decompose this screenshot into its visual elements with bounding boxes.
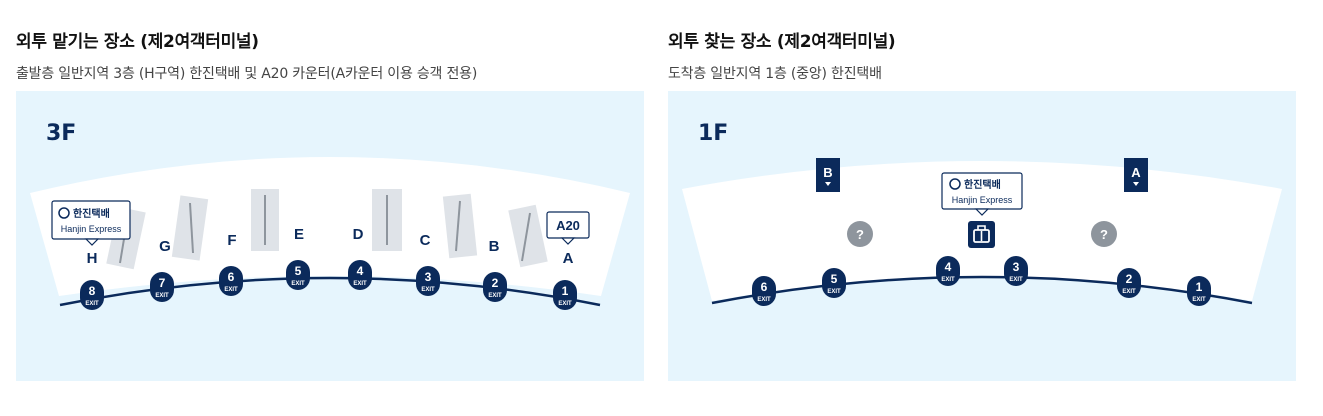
a20-label: A20 xyxy=(556,218,580,233)
floor-3f-map: H G F E D C B A 한진택배 Hanjin Express xyxy=(16,91,644,381)
down-arrow-icon xyxy=(825,182,831,186)
exit-3-label: EXIT xyxy=(1009,277,1023,283)
dropoff-description: 출발층 일반지역 3층 (H구역) 한진택배 및 A20 카운터(A카운터 이용… xyxy=(16,66,478,82)
zone-e: E xyxy=(294,226,304,243)
exit-2-label: EXIT xyxy=(488,293,502,299)
question-icon xyxy=(847,221,873,247)
exit-3-label: EXIT xyxy=(421,287,435,293)
counter-c xyxy=(442,193,478,259)
zone-a: A xyxy=(563,250,574,267)
exit-3-number: 3 xyxy=(1013,260,1020,274)
exit-1-label: EXIT xyxy=(1192,297,1206,303)
zone-c: C xyxy=(420,232,431,249)
exit-1: 1 EXIT xyxy=(553,280,577,310)
exit-5: 5 EXIT xyxy=(822,268,846,298)
exit-2-number: 2 xyxy=(1126,272,1133,286)
exit-8-number: 8 xyxy=(89,284,96,298)
hanjin-callout-3f: 한진택배 Hanjin Express xyxy=(51,200,131,246)
pickup-description: 도착층 일반지역 1층 (중앙) 한진택배 xyxy=(668,66,882,82)
gate-b-label: B xyxy=(823,165,832,180)
floor-1f-map: B A 한진택배 Hanjin Express xyxy=(668,91,1296,381)
exit-7-label: EXIT xyxy=(155,293,169,299)
question-mark-text: ? xyxy=(1100,227,1108,242)
question-mark-right: ? xyxy=(1091,221,1117,247)
counter-g xyxy=(171,195,209,261)
zone-f: F xyxy=(227,232,236,249)
exit-2: 2 EXIT xyxy=(483,272,507,302)
exit-road-line xyxy=(711,275,1253,305)
zone-b: B xyxy=(489,238,500,255)
gate-a-label: A xyxy=(1131,165,1141,180)
zone-h: H xyxy=(87,250,98,267)
luggage-icon xyxy=(968,221,995,248)
exit-6: 6 EXIT xyxy=(219,266,243,296)
exit-4-label: EXIT xyxy=(353,281,367,287)
exit-8: 8 EXIT xyxy=(80,280,104,310)
exit-markers-1f: 6 EXIT 5 EXIT 4 EXIT 3 EXIT xyxy=(752,256,1211,306)
hanjin-english: Hanjin Express xyxy=(61,224,122,234)
exit-3-number: 3 xyxy=(425,270,432,284)
exit-2-number: 2 xyxy=(492,276,499,290)
zone-d: D xyxy=(353,226,364,243)
exit-6-label: EXIT xyxy=(757,297,771,303)
exit-6-label: EXIT xyxy=(224,287,238,293)
exit-7-number: 7 xyxy=(159,276,166,290)
hanjin-logo-icon xyxy=(949,178,961,190)
exit-4: 4 EXIT xyxy=(936,256,960,286)
question-icon xyxy=(1091,221,1117,247)
terminal-building-shape xyxy=(30,157,630,296)
exit-5-label: EXIT xyxy=(291,281,305,287)
question-mark-left: ? xyxy=(847,221,873,247)
zone-g: G xyxy=(159,238,171,255)
exit-5-label: EXIT xyxy=(827,289,841,295)
counter-b xyxy=(508,204,548,268)
terminal-1f-svg: B A 한진택배 Hanjin Express xyxy=(682,158,1282,306)
exit-1-number: 1 xyxy=(1196,280,1203,294)
pickup-title: 외투 찾는 장소 (제2여객터미널) xyxy=(668,32,896,52)
hanjin-logo-icon xyxy=(58,207,70,219)
exit-2: 2 EXIT xyxy=(1117,268,1141,298)
exit-4-label: EXIT xyxy=(941,277,955,283)
exit-4: 4 EXIT xyxy=(348,260,372,290)
exit-4-number: 4 xyxy=(357,264,364,278)
exit-5: 5 EXIT xyxy=(286,260,310,290)
terminal-3f-svg: H G F E D C B A 한진택배 Hanjin Express xyxy=(30,157,630,310)
exit-1-label: EXIT xyxy=(558,301,572,307)
floor-label-3f: 3F xyxy=(46,121,77,146)
exit-7: 7 EXIT xyxy=(150,272,174,302)
exit-6: 6 EXIT xyxy=(752,276,776,306)
coat-dropoff-panel: 외투 맡기는 장소 (제2여객터미널) 출발층 일반지역 3층 (H구역) 한진… xyxy=(16,0,644,416)
a20-callout: A20 xyxy=(546,211,590,245)
exit-1-number: 1 xyxy=(562,284,569,298)
question-mark-text: ? xyxy=(856,227,864,242)
exit-3: 3 EXIT xyxy=(416,266,440,296)
exit-road-line xyxy=(59,276,601,307)
hanjin-logo-text: 한진택배 xyxy=(964,178,1001,191)
exit-5-number: 5 xyxy=(295,264,302,278)
exit-markers-3f: 8 EXIT 7 EXIT 6 EXIT 5 EXIT xyxy=(80,260,577,310)
exit-6-number: 6 xyxy=(228,270,235,284)
hanjin-english: Hanjin Express xyxy=(952,195,1013,205)
hanjin-callout-1f: 한진택배 Hanjin Express xyxy=(941,172,1023,216)
exit-4-number: 4 xyxy=(945,260,952,274)
exit-5-number: 5 xyxy=(831,272,838,286)
exit-3: 3 EXIT xyxy=(1004,256,1028,286)
gate-a-marker: A xyxy=(1124,158,1148,192)
gate-b-marker: B xyxy=(816,158,840,192)
exit-1: 1 EXIT xyxy=(1187,276,1211,306)
coat-pickup-panel: 외투 찾는 장소 (제2여객터미널) 도착층 일반지역 1층 (중앙) 한진택배… xyxy=(668,0,1296,416)
exit-8-label: EXIT xyxy=(85,301,99,307)
hanjin-logo-text: 한진택배 xyxy=(73,207,110,220)
floor-label-1f: 1F xyxy=(698,121,729,146)
exit-6-number: 6 xyxy=(761,280,768,294)
down-arrow-icon xyxy=(1133,182,1139,186)
dropoff-title: 외투 맡기는 장소 (제2여객터미널) xyxy=(16,32,259,52)
exit-2-label: EXIT xyxy=(1122,289,1136,295)
